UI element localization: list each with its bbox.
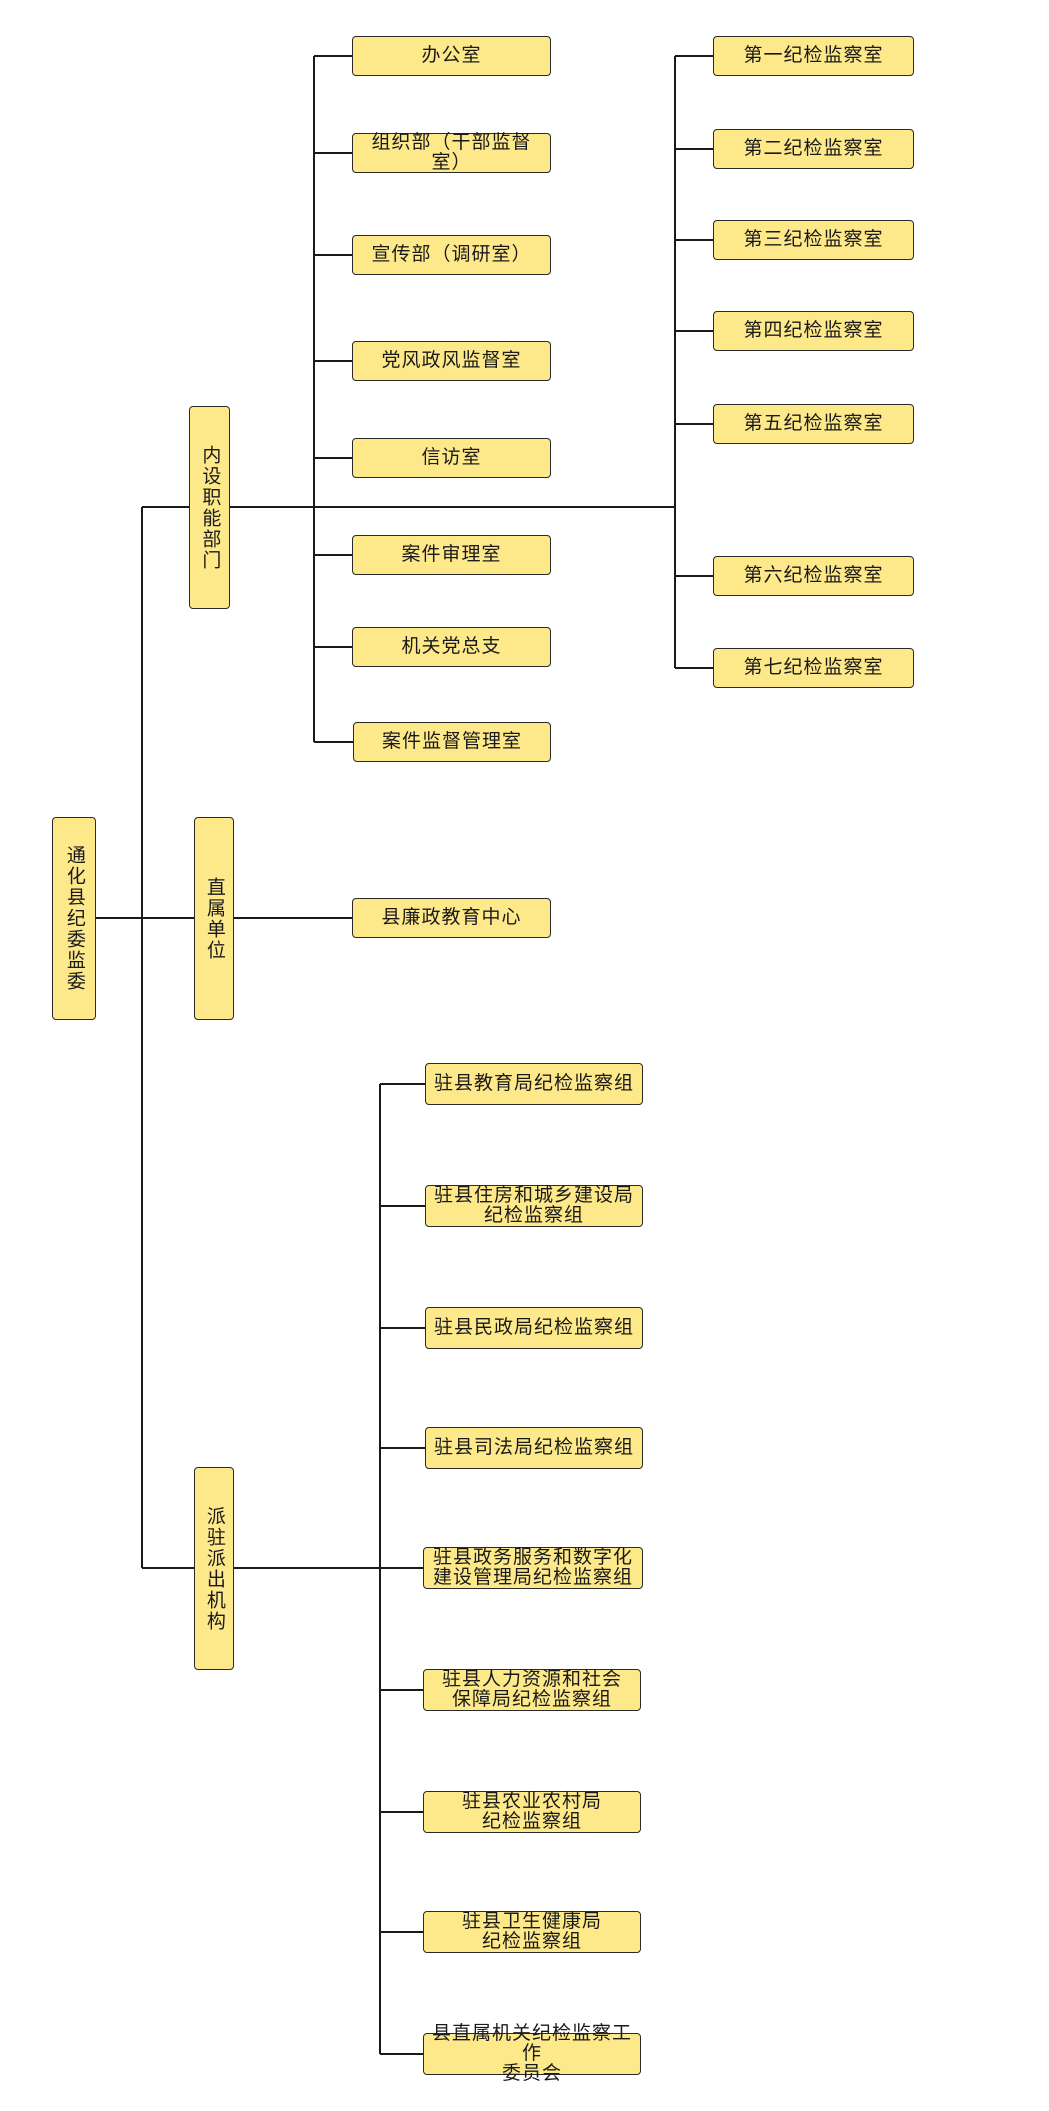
direct-unit-label: 县廉政教育中心 — [381, 906, 522, 929]
dept-node: 案件监督管理室 — [353, 722, 551, 762]
office-node: 第一纪检监察室 — [713, 36, 914, 76]
dept-label: 办公室 — [421, 44, 482, 67]
dept-node: 案件审理室 — [352, 535, 551, 575]
office-node: 第五纪检监察室 — [713, 404, 914, 444]
office-label: 第二纪检监察室 — [743, 137, 884, 160]
dept-node: 组织部（干部监督室） — [352, 131, 551, 173]
group-node: 驻县教育局纪检监察组 — [425, 1063, 643, 1105]
group-node: 驻县政务服务和数字化 建设管理局纪检监察组 — [423, 1547, 643, 1589]
branch-direct-units: 直属单位 — [194, 817, 234, 1020]
root-label: 通化县纪委监委 — [63, 845, 86, 992]
group-label: 驻县政务服务和数字化 建设管理局纪检监察组 — [432, 1546, 633, 1588]
dept-label: 信访室 — [421, 446, 482, 469]
dept-label: 宣传部（调研室） — [371, 243, 532, 266]
office-node: 第六纪检监察室 — [713, 556, 914, 596]
office-node: 第四纪检监察室 — [713, 311, 914, 351]
office-label: 第三纪检监察室 — [743, 228, 884, 251]
direct-unit-node: 县廉政教育中心 — [352, 898, 551, 938]
branch-label: 派驻派出机构 — [203, 1505, 226, 1632]
branch-label: 内设职能部门 — [199, 444, 222, 571]
dept-node: 党风政风监督室 — [352, 341, 551, 381]
office-node: 第七纪检监察室 — [713, 648, 914, 688]
branch-label: 直属单位 — [203, 876, 226, 961]
group-label: 县直属机关纪检监察工作 委员会 — [431, 2022, 632, 2084]
group-node: 驻县卫生健康局 纪检监察组 — [423, 1911, 641, 1953]
group-label: 驻县农业农村局 纪检监察组 — [461, 1790, 602, 1832]
group-label: 驻县教育局纪检监察组 — [433, 1072, 634, 1095]
dept-node: 宣传部（调研室） — [352, 235, 551, 275]
group-node: 驻县司法局纪检监察组 — [425, 1427, 643, 1469]
office-label: 第五纪检监察室 — [743, 412, 884, 435]
dept-label: 机关党总支 — [401, 635, 502, 658]
dept-node: 机关党总支 — [352, 627, 551, 667]
dept-label: 案件监督管理室 — [381, 730, 522, 753]
dept-label: 组织部（干部监督室） — [371, 131, 532, 173]
dept-node: 办公室 — [352, 36, 551, 76]
group-node: 县直属机关纪检监察工作 委员会 — [423, 2023, 641, 2083]
group-label: 驻县人力资源和社会 保障局纪检监察组 — [441, 1668, 622, 1710]
group-node: 驻县农业农村局 纪检监察组 — [423, 1791, 641, 1833]
root-node: 通化县纪委监委 — [52, 817, 96, 1020]
dept-label: 党风政风监督室 — [381, 349, 522, 372]
office-node: 第三纪检监察室 — [713, 220, 914, 260]
group-label: 驻县卫生健康局 纪检监察组 — [461, 1910, 602, 1952]
office-label: 第七纪检监察室 — [743, 656, 884, 679]
group-node: 驻县人力资源和社会 保障局纪检监察组 — [423, 1669, 641, 1711]
branch-dispatched-agencies: 派驻派出机构 — [194, 1467, 234, 1670]
group-label: 驻县司法局纪检监察组 — [433, 1436, 634, 1459]
office-label: 第一纪检监察室 — [743, 44, 884, 67]
group-label: 驻县民政局纪检监察组 — [433, 1316, 634, 1339]
branch-internal-departments: 内设职能部门 — [189, 406, 230, 609]
group-label: 驻县住房和城乡建设局 纪检监察组 — [433, 1184, 634, 1226]
office-label: 第四纪检监察室 — [743, 319, 884, 342]
group-node: 驻县民政局纪检监察组 — [425, 1307, 643, 1349]
office-node: 第二纪检监察室 — [713, 129, 914, 169]
dept-node: 信访室 — [352, 438, 551, 478]
dept-label: 案件审理室 — [401, 543, 502, 566]
office-label: 第六纪检监察室 — [743, 564, 884, 587]
group-node: 驻县住房和城乡建设局 纪检监察组 — [425, 1185, 643, 1227]
